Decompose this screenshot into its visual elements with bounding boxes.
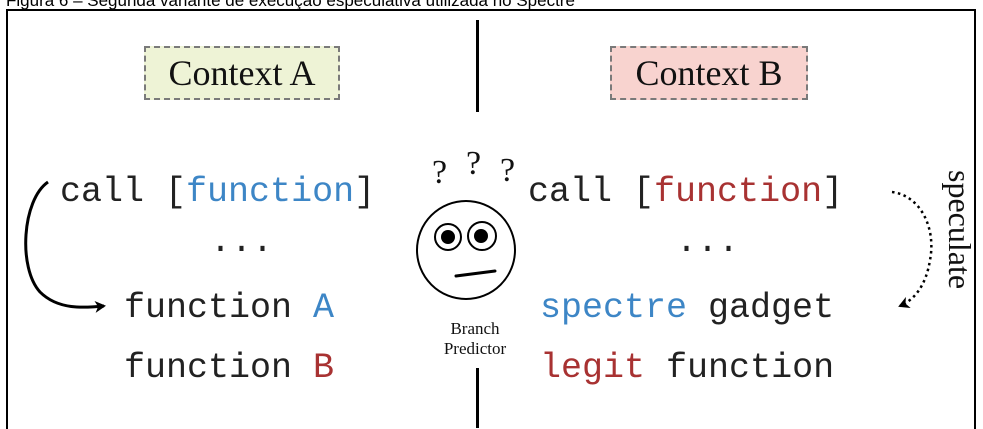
context-a-box: Context A <box>144 46 340 100</box>
left-branch-arrow <box>24 180 106 313</box>
speculate-label: speculate <box>942 170 978 290</box>
left-call-line: call [function] <box>60 172 375 212</box>
right-bracket-close: ] <box>822 172 844 212</box>
spectre-word: spectre <box>540 288 688 328</box>
legit-function-line: legit function <box>540 348 834 388</box>
question-mark-1: ? <box>432 154 448 191</box>
left-ellipsis: ... <box>210 222 274 262</box>
left-bracket-open: [ <box>165 172 187 212</box>
spectre-gadget-line: spectre gadget <box>540 288 834 328</box>
function-a-word: function <box>124 288 293 328</box>
speculate-arrow <box>891 190 933 308</box>
right-call-keyword: call <box>528 172 613 212</box>
branch-predictor-face-icon <box>416 200 516 300</box>
question-mark-2: ? <box>466 145 482 182</box>
left-function-a-line: function A <box>124 288 334 328</box>
left-function-token: function <box>186 172 355 212</box>
legit-word: legit <box>540 348 646 388</box>
left-function-b-line: function B <box>124 348 334 388</box>
legit-function-word: function <box>666 348 835 388</box>
gadget-word: gadget <box>708 288 835 328</box>
divider-line-top <box>476 20 479 112</box>
left-bracket-close: ] <box>354 172 376 212</box>
function-b-letter: B <box>313 348 335 388</box>
question-mark-3: ? <box>500 152 516 189</box>
right-ellipsis: ... <box>676 222 740 262</box>
right-function-token: function <box>654 172 823 212</box>
diagram-frame <box>6 9 976 429</box>
figure-caption: Figura 6 – Segunda variante de execução … <box>6 0 575 10</box>
context-b-box: Context B <box>610 46 808 100</box>
branch-predictor-label-line2: Predictor <box>443 339 507 358</box>
function-b-word: function <box>124 348 293 388</box>
left-call-keyword: call <box>60 172 145 212</box>
branch-predictor-label-line1: Branch <box>450 319 500 338</box>
divider-line-bottom <box>476 368 479 428</box>
right-call-line: call [function] <box>528 172 843 212</box>
right-bracket-open: [ <box>633 172 655 212</box>
function-a-letter: A <box>313 288 335 328</box>
